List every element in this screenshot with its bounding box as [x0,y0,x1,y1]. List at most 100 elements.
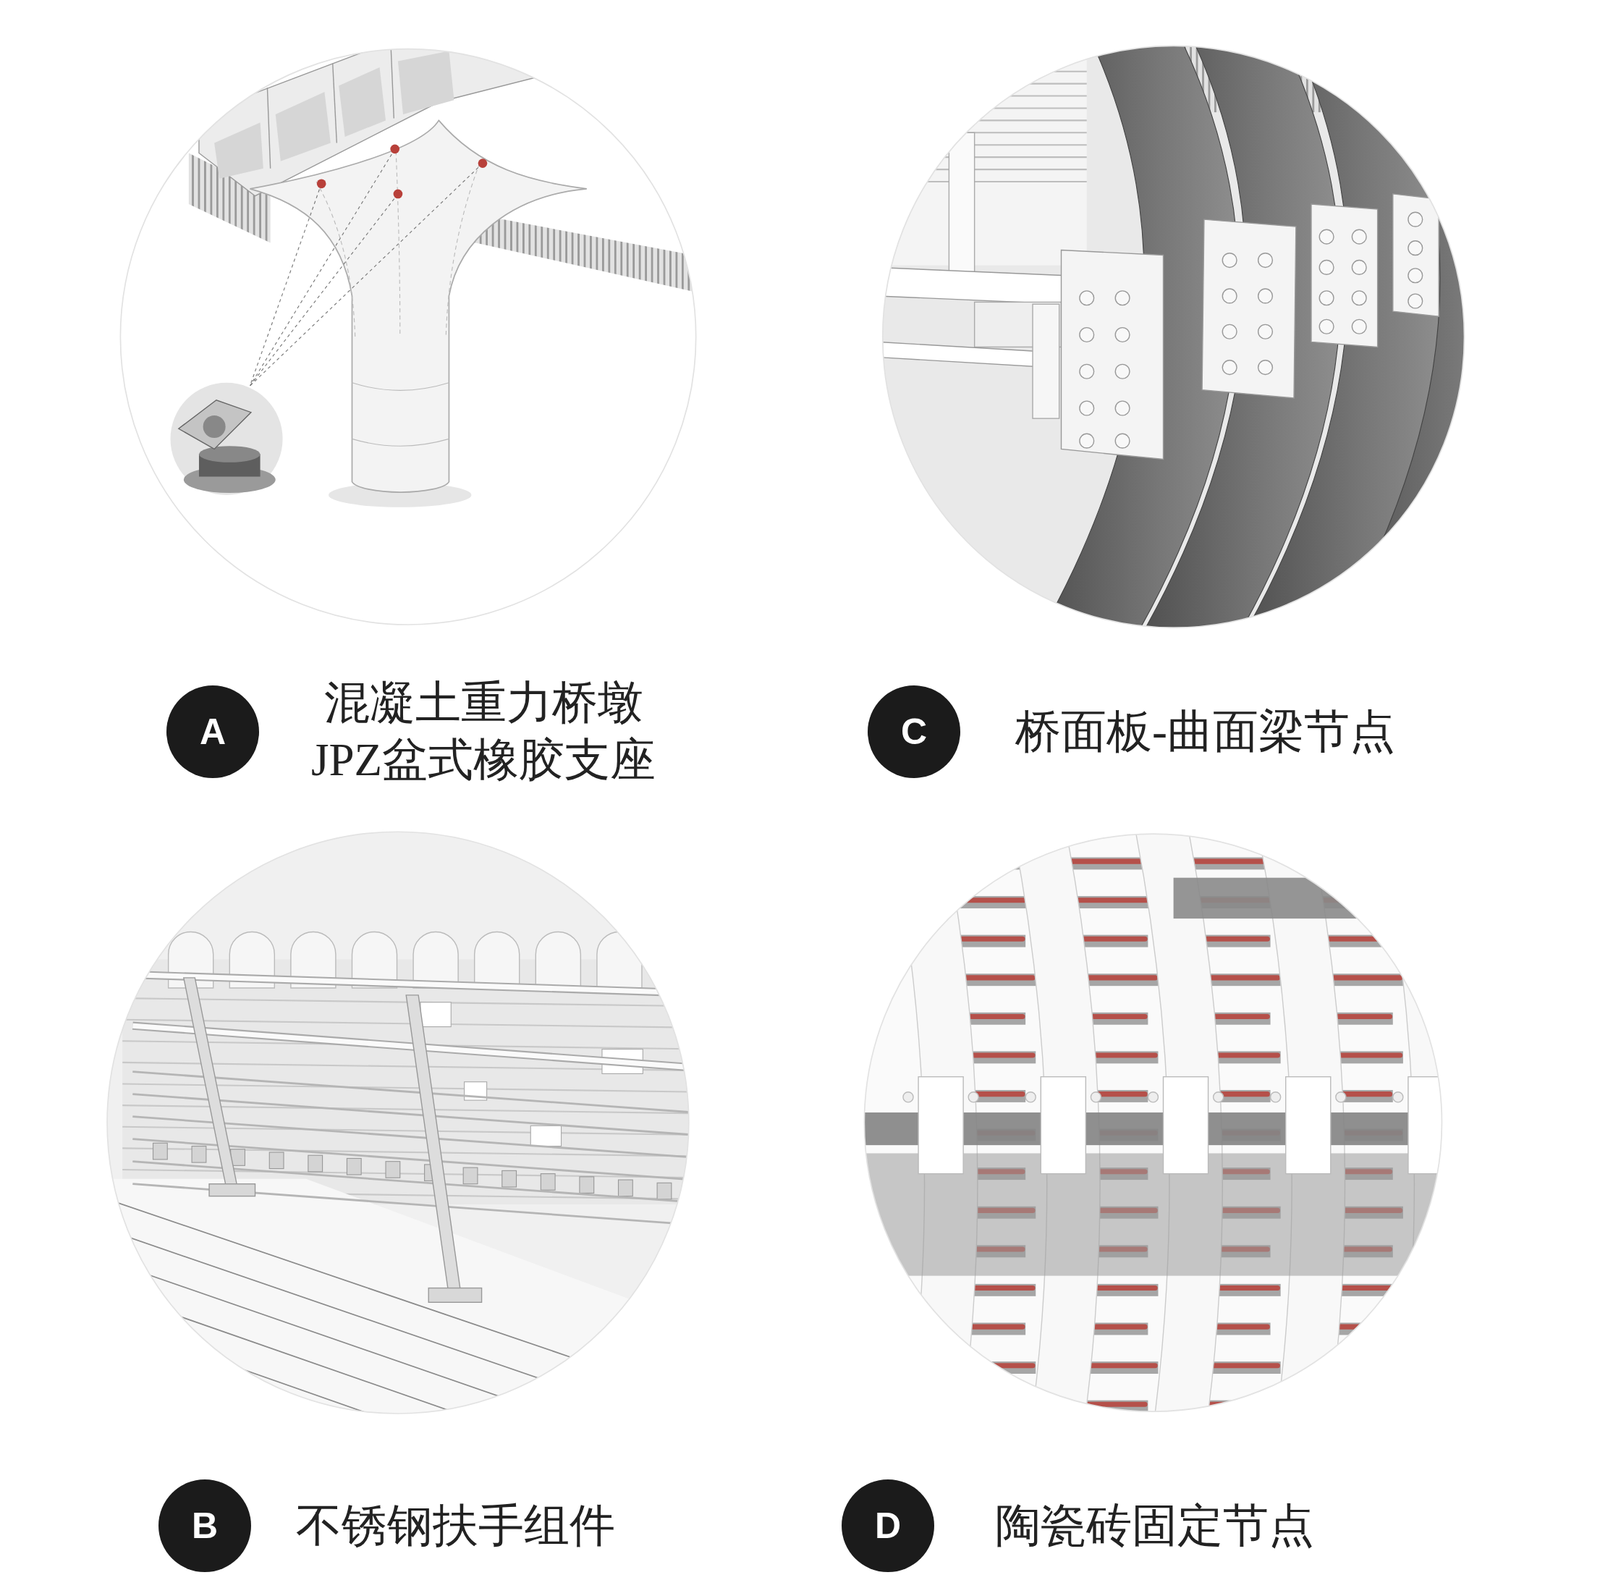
tile-fixing-illustration-part-part-part [1438,1283,1526,1297]
tile-fixing-illustration-part-part-part [1442,1130,1523,1136]
joint-illustration-part [1311,204,1378,347]
tile-fixing-illustration-part-part-part [1432,1168,1513,1174]
joint-illustration-part [877,341,1052,367]
tile-fixing-illustration-part-part [938,1400,1026,1413]
tile-fixing-illustration-part-part-part [1213,1091,1224,1103]
tile-fixing-illustration-part-part-part [1428,856,1516,870]
tile-fixing-illustration-part-part [1428,1322,1516,1335]
tile-fixing-illustration-part-part [1438,973,1526,986]
pier-illustration-part [275,91,331,162]
handrail-illustration-part-part [107,1290,648,1480]
joint-illustration-part [1079,212,1423,448]
handrail-illustration-part-part [107,1259,623,1439]
tile-fixing-illustration-part-part-part [1310,858,1391,865]
pier-illustration-part [170,382,283,495]
tile-fixing-illustration-part-part-part [1438,1050,1526,1064]
tile-fixing-illustration-part-part-part [1442,1362,1523,1368]
joint-illustration-part [1032,303,1060,419]
pier-illustration-part [112,40,705,633]
tile-fixing-illustration-part-part-part [1310,1401,1391,1407]
tile-fixing-illustration-part-part-part [1285,1076,1331,1174]
joint-illustration-part-part [1319,260,1334,275]
badge-letter: B [158,1479,252,1572]
tile-fixing-illustration-part-part-part [1432,1246,1513,1252]
pier-illustration-part-part [393,189,404,200]
joint-illustration-part-part [882,156,1087,158]
joint-illustration-part [948,132,975,286]
tile-fixing-illustration-part-part-part [1147,1091,1158,1103]
joint-illustration-part-part [1351,260,1367,275]
tile-fixing-illustration-part-part [903,1076,979,1174]
handrail-illustration-part-part [540,1173,556,1191]
tile-fixing-illustration-part-part-part [1335,1091,1346,1103]
joint-illustration-part-part [1319,319,1334,334]
tile-fixing-illustration-part-part [1438,1128,1526,1142]
handrail-illustration-part-part [530,1125,561,1146]
joint-illustration-part-part [1258,360,1273,375]
detail-circle [882,45,1465,628]
joint-illustration-part-part [882,83,1087,85]
tile-fixing-illustration-part-part-part [1075,897,1155,903]
tile-fixing-illustration-part-part-part [1316,1361,1404,1374]
joint-illustration-part-part [1079,363,1095,379]
tile-fixing-illustration-part-part [1428,1012,1516,1025]
pier-illustration-part-part [249,183,322,386]
pier-illustration-part [203,415,226,438]
joint-illustration-part-part [1351,229,1367,244]
handrail-illustration-part-part [597,931,642,988]
joint-illustration-part-part [1222,288,1237,304]
tile-fixing-illustration-part-part-part [1428,1167,1516,1180]
badge-letter: D [841,1479,935,1572]
handrail-illustration-part [107,1178,705,1429]
joint-illustration-part [882,40,1087,265]
handrail-illustration-part-part [420,1002,451,1027]
tile-fixing-illustration-part-part [1025,1076,1101,1174]
handrail-illustration-part-part [107,1413,750,1588]
tile-fixing-illustration-part-part-part [1428,1244,1516,1257]
tile-fixing-illustration-part-part-part [1025,1091,1036,1103]
tile-fixing-illustration-part-part [1438,895,1526,909]
tile-fixing-illustration-part-part-part [942,1401,1023,1407]
handrail-illustration-part-part [107,1199,572,1358]
joint-illustration-part-part [1222,253,1237,268]
tile-fixing-illustration-part-part-part [1187,858,1268,865]
tile-fixing-illustration-part-part-part [1432,858,1513,865]
pier-illustration-part-part [249,149,395,386]
handrail-illustration-part-part [535,931,581,988]
tile-fixing-illustration-part-part-part [1163,1076,1209,1174]
pier-illustration-part [332,62,338,143]
handrail-illustration-part-part [385,1161,401,1179]
tile-fixing-illustration-part-part-part [938,1400,1026,1413]
tile-fixing-illustration-part-part-part [1320,1362,1401,1368]
tile-fixing-illustration-part-part-part [953,897,1033,903]
pier-illustration-part-part [478,158,488,168]
handrail-illustration-part [428,1288,482,1303]
tile-fixing-illustration-part-part-part [1270,1091,1281,1103]
tile-fixing-illustration-part-part [938,856,1026,870]
badge-letter: C [867,685,961,778]
illustrations-part [102,20,1535,1588]
joint-illustration-part-part [1336,20,1535,633]
pier-illustration-part [338,67,386,137]
tile-fixing-illustration-part-part-part [1432,1324,1513,1330]
pier-illustration [112,40,705,633]
label-badge: C桥面板-曲面梁节点 [867,685,1396,778]
pier-illustration-part [178,400,252,450]
tile-fixing-illustration-part-part-part [1065,1401,1145,1407]
handrail-illustration-part [420,1002,643,1147]
tile-fixing-illustration-part-part-part [1408,1076,1454,1174]
detail-circle [107,831,689,1414]
handrail-illustration-part [209,1183,255,1197]
joint-illustration-part-part [1115,433,1130,448]
tile-fixing-illustration-part-part [1428,1244,1516,1257]
tile-fixing-illustration-part-part-part [1438,973,1526,986]
joint-illustration-part-part [1319,290,1334,306]
joint-illustration-part-part [1115,400,1130,416]
tile-fixing-illustration-part-part [1183,856,1271,870]
tile-fixing-illustration-part [1173,877,1450,919]
tile-fixing-illustration-part-part-part [1442,1207,1523,1213]
handrail-illustration-part-part [502,1170,517,1187]
pier-illustration-part-part [390,144,400,155]
handrail-illustration-part-part [658,931,704,988]
